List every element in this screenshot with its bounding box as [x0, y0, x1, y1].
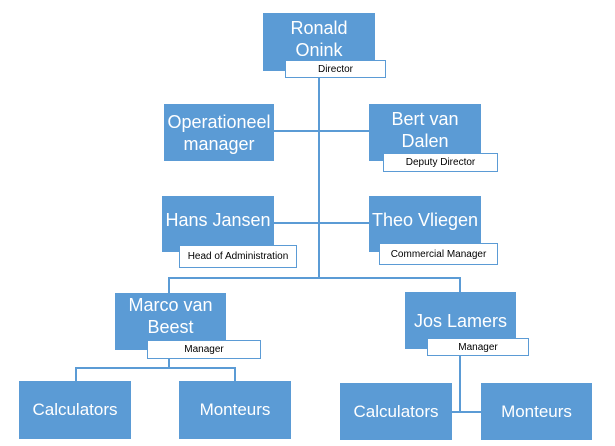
split-horizontal	[168, 277, 460, 279]
marco-sub-vertical	[168, 357, 170, 368]
node-marco-calculators: Calculators	[19, 381, 131, 439]
marco-sub-horizontal	[75, 367, 236, 369]
marco-sub-left	[75, 367, 77, 381]
jos-calculators-label: Calculators	[353, 401, 439, 421]
theo-title: Commercial Manager	[379, 243, 498, 265]
marco-sub-right	[234, 367, 236, 381]
jos-sub-horizontal	[442, 411, 482, 413]
hans-title: Head of Administration	[179, 245, 297, 268]
trunk-line	[318, 71, 320, 278]
node-bert-van-dalen: Bert van Dalen	[369, 104, 481, 161]
branch-theo	[319, 222, 369, 224]
branch-hans	[274, 222, 319, 224]
node-operationeel-manager: Operationeel manager	[164, 104, 274, 161]
bert-name: Bert van Dalen	[391, 109, 459, 151]
node-jos-calculators: Calculators	[340, 383, 452, 440]
director-title: Director	[285, 60, 386, 78]
jos-name: Jos Lamers	[413, 310, 508, 331]
jos-title: Manager	[427, 338, 529, 356]
jos-monteurs-label: Monteurs	[501, 401, 572, 421]
marco-calculators-label: Calculators	[32, 400, 118, 419]
node-hans-jansen: Hans Jansen	[162, 196, 274, 252]
branch-operationeel	[274, 130, 319, 132]
theo-name: Theo Vliegen	[371, 210, 479, 230]
node-marco-monteurs: Monteurs	[179, 381, 291, 439]
node-marco-van-beest: Marco van Beest	[115, 293, 226, 350]
director-name: Ronald Onink	[290, 18, 348, 60]
jos-sub-vertical	[459, 355, 461, 412]
marco-title: Manager	[147, 340, 261, 359]
bert-title: Deputy Director	[383, 153, 498, 172]
drop-jos	[459, 277, 461, 293]
node-jos-monteurs: Monteurs	[481, 383, 592, 440]
operationeel-name: Operationeel manager	[167, 111, 271, 154]
drop-marco	[168, 277, 170, 293]
hans-name: Hans Jansen	[165, 210, 271, 230]
node-theo-vliegen: Theo Vliegen	[369, 196, 481, 252]
marco-monteurs-label: Monteurs	[199, 400, 271, 419]
marco-name: Marco van Beest	[128, 295, 213, 337]
branch-bert	[319, 130, 369, 132]
